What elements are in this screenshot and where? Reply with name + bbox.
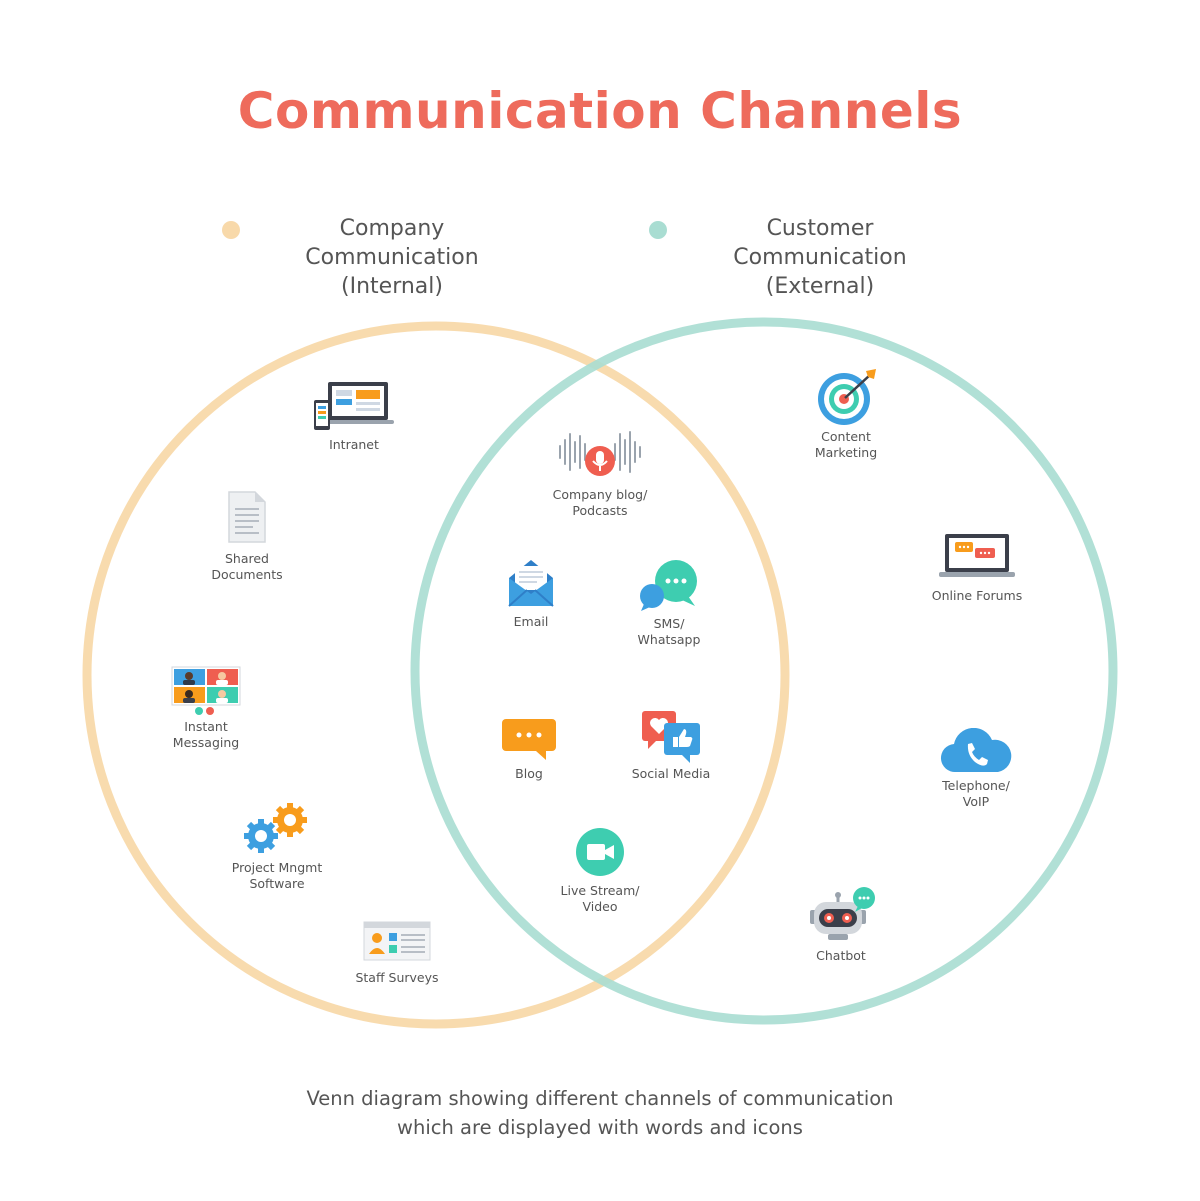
legend-external: Customer Communication (External) — [649, 214, 963, 301]
legend-internal: Company Communication (Internal) — [222, 214, 534, 301]
devices-icon — [314, 382, 394, 430]
envelope-icon — [508, 560, 554, 607]
channel-social-media-label: Social Media — [631, 766, 711, 781]
external-dot-icon — [649, 221, 667, 239]
speech-bubble-icon — [502, 719, 556, 760]
microphone-icon — [559, 431, 641, 476]
channel-shared-documents-label: Shared Documents — [211, 551, 283, 582]
caption-line2: which are displayed with words and icons — [397, 1116, 803, 1139]
robot-icon — [810, 887, 875, 940]
legend-external-line1: Customer Communication — [733, 216, 907, 270]
gears-icon — [244, 803, 307, 853]
diagram-caption: Venn diagram showing different channels … — [0, 1084, 1200, 1142]
channel-live-stream-video-label: Live Stream/ Video — [560, 883, 640, 914]
internal-dot-icon — [222, 221, 240, 239]
video-call-icon — [171, 666, 241, 715]
document-icon — [228, 491, 266, 543]
legend-internal-line2: (Internal) — [341, 274, 443, 299]
channel-company-blog-podcasts-label: Company blog/ Podcasts — [552, 487, 648, 518]
channel-project-management-label: Project Mngmt Software — [231, 860, 323, 891]
external-circle — [410, 317, 1118, 1025]
channel-intranet-label: Intranet — [329, 437, 379, 452]
internal-circle — [82, 321, 790, 1029]
survey-icon — [363, 921, 431, 961]
social-icon — [642, 711, 700, 763]
cloud-phone-icon — [940, 728, 1012, 773]
channel-telephone-voip-label: Telephone/ VoIP — [942, 778, 1010, 809]
channel-email-label: Email — [513, 614, 549, 629]
channel-instant-messaging-label: Instant Messaging — [172, 719, 240, 750]
chat-bubbles-icon — [640, 560, 697, 611]
channel-staff-surveys-label: Staff Surveys — [355, 970, 439, 985]
channel-content-marketing-label: Content Marketing — [814, 429, 878, 460]
legend-internal-line1: Company Communication — [305, 216, 479, 270]
channel-online-forums-label: Online Forums — [931, 588, 1023, 603]
channel-chatbot-label: Chatbot — [816, 948, 866, 963]
channel-sms-whatsapp-label: SMS/ Whatsapp — [637, 616, 701, 647]
page-title: Communication Channels — [237, 82, 963, 140]
legend-external-line2: (External) — [765, 274, 875, 299]
laptop-chat-icon — [939, 534, 1015, 577]
caption-line1: Venn diagram showing different channels … — [306, 1087, 894, 1110]
channel-blog-label: Blog — [515, 766, 543, 781]
target-icon — [818, 369, 876, 425]
video-camera-icon — [576, 828, 624, 876]
